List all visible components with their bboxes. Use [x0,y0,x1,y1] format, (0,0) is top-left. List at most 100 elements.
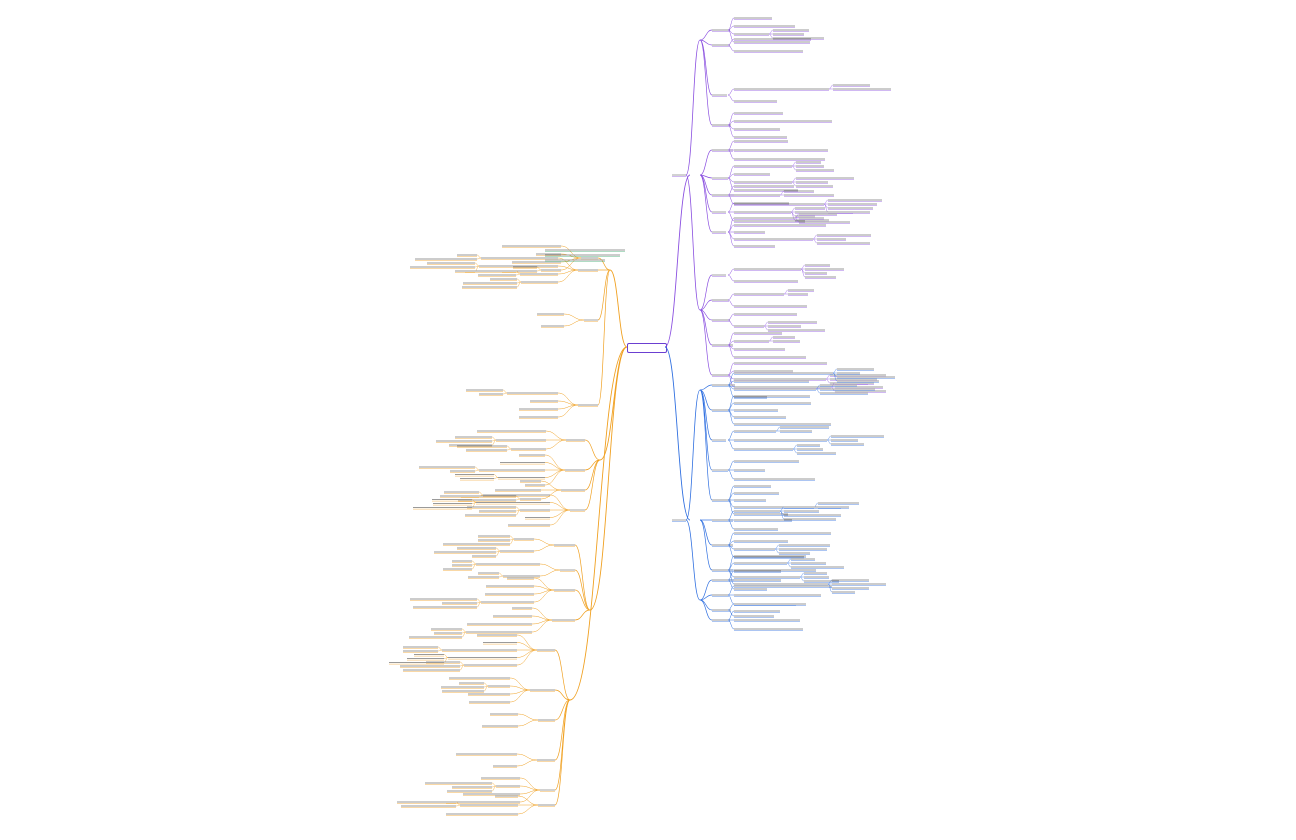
branch-connector [455,804,461,807]
branch-connector [554,699,571,791]
branch-connector [533,538,555,546]
branch-connector [727,499,735,515]
branch-connector [832,372,838,382]
branch-connector [727,510,735,521]
branch-connector [557,404,579,418]
branch-connector [471,563,477,570]
branch-connector [516,759,538,767]
branch-connector [574,609,591,621]
branch-connector [589,346,628,611]
branch-connector [727,555,735,571]
branch-connector [574,569,591,611]
branch-connector [699,274,713,311]
branch-connector [509,535,515,540]
branch-connector [699,389,713,471]
branch-connector [545,439,567,450]
branch-connector [790,207,796,213]
branch-connector [517,795,539,806]
branch-connector [699,519,713,571]
branch-connector [727,38,735,46]
branch-connector [531,619,553,633]
branch-connector [727,88,735,96]
branch-connector [540,480,562,491]
branch-connector [554,699,571,721]
branch-connector [539,563,561,571]
branch-connector [699,299,713,311]
branch-connector [786,558,792,564]
branch-connector [554,699,571,806]
branch-connector [517,804,539,815]
branch-connector [727,319,735,327]
branch-connector [727,569,735,585]
branch-connector [540,489,562,500]
branch-connector [544,462,566,471]
branch-connector [554,649,571,701]
branch-connector [792,448,798,454]
branch-connector [536,269,542,272]
branch-connector [609,269,628,348]
branch-connector [516,634,538,651]
branch-connector [727,430,735,441]
branch-connector [491,436,497,441]
branch-connector [699,39,713,126]
branch-connector [774,544,780,550]
branch-connector [799,572,805,578]
branch-connector [557,269,579,283]
branch-connector [727,313,735,321]
branch-connector [491,785,497,792]
branch-connector [476,601,482,608]
branch-connector [768,336,774,342]
branch-connector [443,654,449,658]
branch-connector [727,29,735,43]
branch-connector [727,344,735,358]
branch-connector [685,174,701,311]
branch-connector [544,454,566,471]
branch-connector [813,502,819,508]
branch-connector [727,140,735,151]
branch-connector [491,439,497,446]
branch-connector [584,459,601,511]
branch-connector [699,309,713,376]
branch-connector [768,33,774,39]
branch-connector [727,185,735,196]
branch-connector [699,39,713,46]
branch-connector [791,165,797,171]
branch-connector [515,498,521,501]
branch-connector [491,782,497,787]
branch-connector [476,598,482,603]
branch-connector [685,519,701,601]
branch-connector [549,509,571,518]
branch-connector [685,389,701,521]
branch-connector [478,491,484,496]
branch-connector [549,509,571,526]
branch-connector [800,264,806,270]
branch-connector [437,649,443,652]
branch-connector [533,589,555,603]
branch-connector [832,368,838,374]
branch-connector [727,395,735,411]
branch-connector [727,619,735,630]
branch-connector [495,550,501,557]
branch-connector [483,682,489,687]
branch-connector [727,485,735,501]
branch-connector [476,257,482,260]
branch-connector [727,211,735,222]
branch-connector [727,202,735,213]
branch-connector [800,268,806,278]
branch-connector [544,469,566,478]
branch-connector [827,583,833,593]
branch-connector [685,39,701,176]
branch-connector [763,325,769,331]
branch-connector [664,174,691,348]
branch-connector [597,269,611,321]
branch-connector [461,631,467,638]
branch-connector [727,570,735,581]
branch-connector [515,509,521,516]
branch-connector [792,444,798,450]
branch-connector [699,389,713,501]
branch-connector [779,510,785,520]
branch-connector [471,560,477,565]
branch-connector [554,689,571,701]
branch-connector [474,469,480,472]
branch-connector [461,628,467,633]
